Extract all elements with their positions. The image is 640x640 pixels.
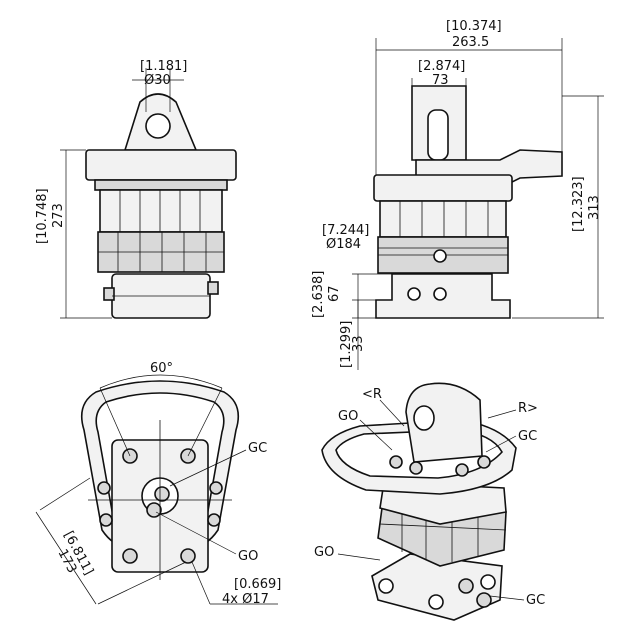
base-dim-mm: 67: [327, 285, 342, 302]
front-fitting-right: [207, 281, 219, 295]
iso-gc-bottom: GC: [526, 593, 545, 608]
plan-dimensions: 60° [6.811] 173 [0.669] 4x Ø17 GC GO: [35, 361, 281, 607]
front-pin-hole: [145, 113, 171, 139]
side-body: [379, 200, 507, 238]
hole-dim-in: [0.669]: [234, 577, 281, 592]
foot-dim-in: [1.299]: [339, 321, 354, 368]
iso-r-left: <R: [362, 387, 382, 402]
body-dim-mm: Ø184: [326, 237, 361, 252]
iso-labels: <R GO R> GC GO GC: [314, 387, 545, 608]
front-flange: [85, 149, 237, 181]
iso-lug: [405, 382, 483, 463]
pin-dim-in: [1.181]: [140, 59, 187, 74]
iso-base: [371, 553, 503, 621]
front-flange-lower: [94, 179, 228, 191]
go-label: GO: [238, 549, 258, 564]
plan-bolt-3: [122, 548, 138, 564]
iso-go-top: GO: [338, 409, 358, 424]
body-dim-in: [7.244]: [322, 223, 369, 238]
iso-go-side: GO: [314, 545, 334, 560]
foot-dim-mm: 33: [351, 335, 366, 352]
front-fitting-left: [103, 287, 115, 301]
gc-label: GC: [248, 441, 267, 456]
arm-dim-in: [2.874]: [418, 59, 465, 74]
plan-bolt-4: [180, 548, 196, 564]
front-body: [99, 189, 223, 233]
pin-dim-mm: Ø30: [144, 73, 171, 88]
side-flange: [373, 174, 513, 202]
hole-dim-mm: 4x Ø17: [222, 592, 269, 607]
front-dimensions: [1.181] Ø30 [10.748] 273: [35, 59, 187, 319]
height-right-mm: 313: [587, 195, 602, 220]
height-right-in: [12.323]: [571, 176, 586, 232]
base-dim-in: [2.638]: [311, 271, 326, 318]
arm-dim-mm: 73: [432, 73, 449, 88]
iso-gc-top: GC: [518, 429, 537, 444]
width-dim-in: [10.374]: [446, 19, 502, 34]
height-left-mm: 273: [51, 203, 66, 228]
iso-r-right: R>: [518, 401, 538, 416]
side-view: [373, 85, 563, 319]
front-view: [85, 93, 237, 319]
plan-view: [80, 380, 240, 580]
width-dim-mm: 263.5: [452, 35, 489, 50]
angle-dim: 60°: [150, 361, 173, 376]
iso-ring: [377, 507, 507, 567]
height-left-in: [10.748]: [35, 188, 50, 244]
iso-view: [321, 382, 517, 621]
side-dimensions: [10.374] 263.5 [2.874] 73 [12.323] 313 […: [311, 19, 604, 370]
